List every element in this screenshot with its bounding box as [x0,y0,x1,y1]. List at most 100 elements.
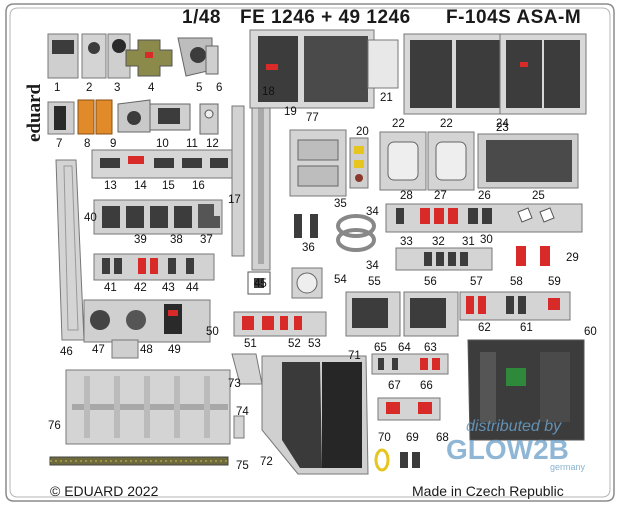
part-number-label: 19 [284,106,297,118]
part-number-label: 43 [162,282,175,294]
part-number-label: 31 [462,236,475,248]
parts-55-56 [345,291,459,337]
scale-label: 1/48 [182,7,221,28]
part-number-label: 53 [308,338,321,350]
part-number-label: 15 [162,180,175,192]
parts-63-70 [371,353,449,472]
parts-47-50 [83,299,211,359]
part-number-label: 67 [388,380,401,392]
part-number-label: 29 [566,252,579,264]
part-number-label: 5 [196,82,203,94]
parts-37-39 [93,199,223,235]
part-number-label: 4 [148,82,155,94]
part-number-label: 18 [262,86,275,98]
origin-text: Made in Czech Republic [412,483,564,499]
part-number-label: 56 [424,276,437,288]
part-number-label: 9 [110,138,117,150]
part-number-label: 51 [244,338,257,350]
part-number-label: 20 [356,126,369,138]
part-number-label: 41 [104,282,117,294]
watermark-country: germany [550,462,586,472]
part-number-label: 33 [400,236,413,248]
part-number-label: 21 [380,92,393,104]
parts-17-18 [231,99,271,271]
part-number-label: 7 [56,138,63,150]
part-number-label: 22 [392,118,405,130]
part-number-label: 69 [406,432,419,444]
model-title: F-104S ASA-M [446,7,582,28]
part-number-label: 24 [496,118,509,130]
parts-20-35-77 [289,129,369,197]
parts-57-62 [459,291,571,321]
part-number-label: 55 [368,276,381,288]
part-60-panel [467,339,585,441]
part-number-label: 65 [374,342,387,354]
parts-22-23 [379,131,579,191]
part-number-label: 35 [334,198,347,210]
fret-frame-inner [9,7,611,498]
part-number-label: 22 [440,118,453,130]
part-number-label: 49 [168,344,181,356]
part-number-label: 54 [334,274,347,286]
watermark-distributed: distributed by [466,418,562,435]
parts-13-16 [91,149,235,179]
part-number-label: 27 [434,190,447,202]
part-number-label: 77 [306,112,319,124]
part-number-label: 64 [398,342,411,354]
parts-25-30 [385,203,583,233]
part-number-label: 38 [170,234,183,246]
part-number-label: 26 [478,190,491,202]
part-number-label: 1 [54,82,61,94]
part-number-label: 58 [510,276,523,288]
part-number-label: 59 [548,276,561,288]
part-number-label: 70 [378,432,391,444]
part-number-label: 32 [432,236,445,248]
part-number-label: 37 [200,234,213,246]
part-number-label: 66 [420,380,433,392]
part-number-label: 23 [496,122,509,134]
copyright-text: © EDUARD 2022 [50,483,159,499]
part-number-label: 71 [348,350,361,362]
parts-73-76 [65,353,263,445]
part-number-label: 30 [480,234,493,246]
part-34 [336,214,376,252]
part-number-label: 11 [186,138,198,150]
part-number-label: 16 [192,180,205,192]
part-number-label: 46 [60,346,73,358]
part-number-label: 57 [470,276,483,288]
part-number-label: 61 [520,322,533,334]
part-number-label: 42 [134,282,147,294]
parts-1-6 [47,33,219,79]
part-number-label: 75 [236,460,249,472]
part-number-label: 17 [228,194,241,206]
part-number-label: 72 [260,456,273,468]
part-number-label: 12 [206,138,219,150]
part-number-label: 6 [216,82,223,94]
part-71-72-main-panel [261,355,369,475]
part-number-label: 62 [478,322,491,334]
parts-7-12 [47,99,219,135]
part-number-label: 8 [84,138,91,150]
eduard-logo: eduard [24,83,45,142]
part-number-label: 34 [366,260,379,272]
part-number-label: 63 [424,342,437,354]
part-number-label: 10 [156,138,169,150]
part-number-label: 73 [228,378,241,390]
parts-51-53 [233,311,327,337]
part-number-label: 34 [366,206,379,218]
product-codes: FE 1246 + 49 1246 [240,7,411,28]
part-number-label: 28 [400,190,413,202]
part-number-label: 45 [254,278,267,290]
part-number-label: 50 [206,326,219,338]
part-number-label: 2 [86,82,93,94]
part-number-label: 39 [134,234,147,246]
watermark-logo: GLOW2B [446,434,569,465]
part-number-label: 13 [104,180,117,192]
part-number-label: 68 [436,432,449,444]
parts-29-33 [395,246,550,271]
part-number-label: 76 [48,420,61,432]
part-number-label: 60 [584,326,597,338]
part-number-label: 25 [532,190,545,202]
part-number-label: 3 [114,82,121,94]
